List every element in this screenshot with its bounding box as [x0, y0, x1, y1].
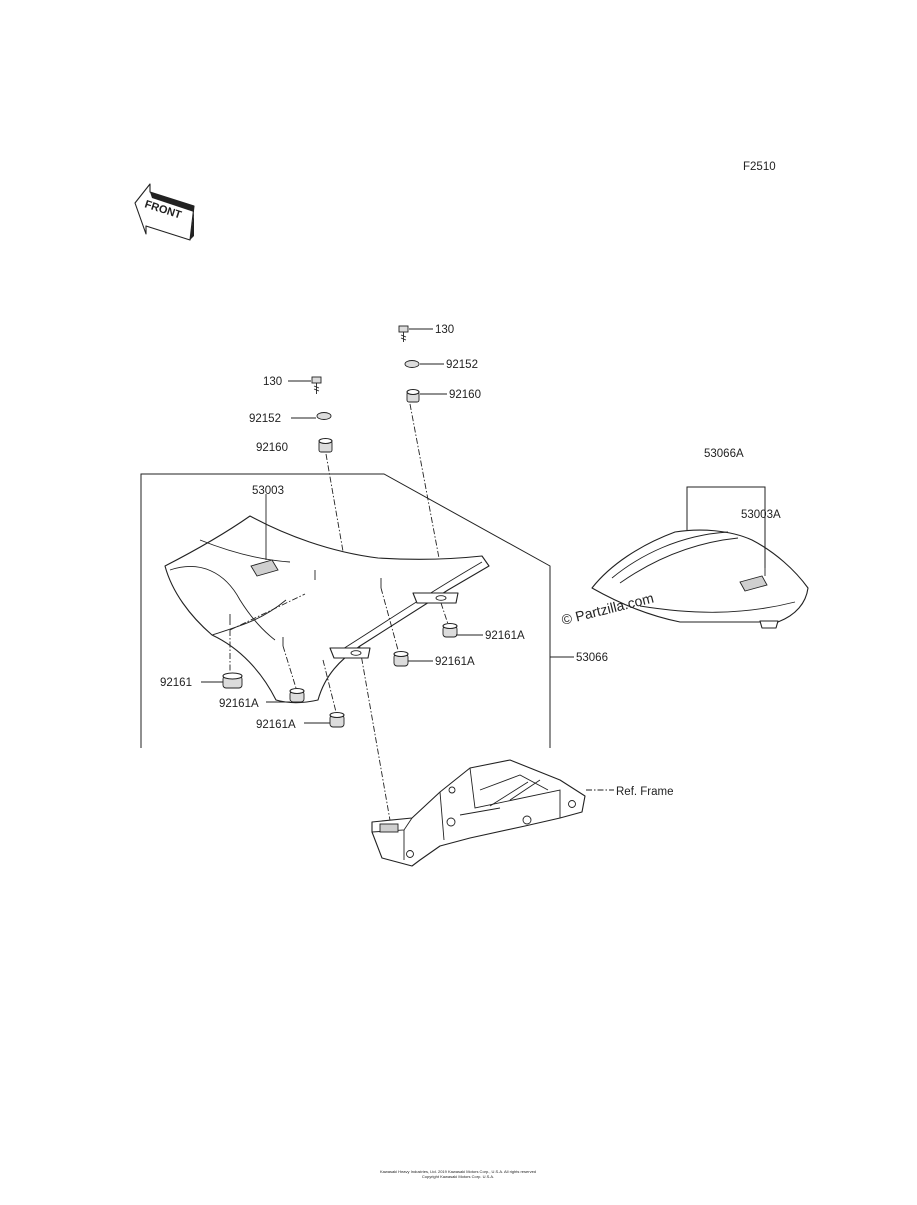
callout-grommet-left: 92160	[256, 442, 288, 454]
callout-damper-left: 92161	[160, 677, 192, 689]
damper-92161A-left-lower	[289, 687, 305, 703]
callout-damper-left-lower: 92161A	[219, 698, 259, 710]
grommet-92160-right	[406, 388, 420, 403]
leader-lines	[201, 328, 766, 791]
callout-seat-strap: 53003	[252, 485, 284, 497]
front-arrow-icon: FRONT	[134, 183, 195, 241]
callout-damper-right-upper: 92161A	[485, 630, 525, 642]
callout-bolt-left: 130	[263, 376, 282, 388]
bolt-130-left	[311, 376, 322, 394]
frame-reference	[371, 759, 586, 867]
diagram-code: F2510	[743, 161, 776, 173]
bolt-130-right	[398, 325, 409, 342]
damper-92161-left	[222, 672, 243, 689]
damper-92161A-right-upper	[442, 622, 458, 638]
damper-92161A-front-lower	[329, 711, 345, 728]
damper-92161A-right-mid	[393, 650, 409, 667]
callout-seat-cowl-assy: 53066A	[704, 448, 744, 460]
seat-cowl	[591, 529, 809, 629]
callout-damper-right-mid: 92161A	[435, 656, 475, 668]
footer-copyright-2: Copyright Kawasaki Motors Corp. U.S.A.	[422, 1174, 494, 1179]
washer-92152-left	[316, 412, 332, 420]
callout-damper-front-lower: 92161A	[256, 719, 296, 731]
callout-grommet-right: 92160	[449, 389, 481, 401]
seat-assy-bracket	[140, 473, 551, 748]
washer-92152-right	[404, 360, 420, 368]
callout-seat-assy: 53066	[576, 652, 608, 664]
callout-seat-cowl: 53003A	[741, 509, 781, 521]
main-seat	[164, 515, 490, 713]
callout-washer-right: 92152	[446, 359, 478, 371]
callout-bolt-right: 130	[435, 324, 454, 336]
grommet-92160-left	[318, 437, 333, 453]
callout-frame-ref: Ref. Frame	[616, 786, 674, 798]
callout-washer-left: 92152	[249, 413, 281, 425]
footer-copyright-1: Kawasaki Heavy Industries, Ltd. 2019 Kaw…	[380, 1169, 536, 1174]
